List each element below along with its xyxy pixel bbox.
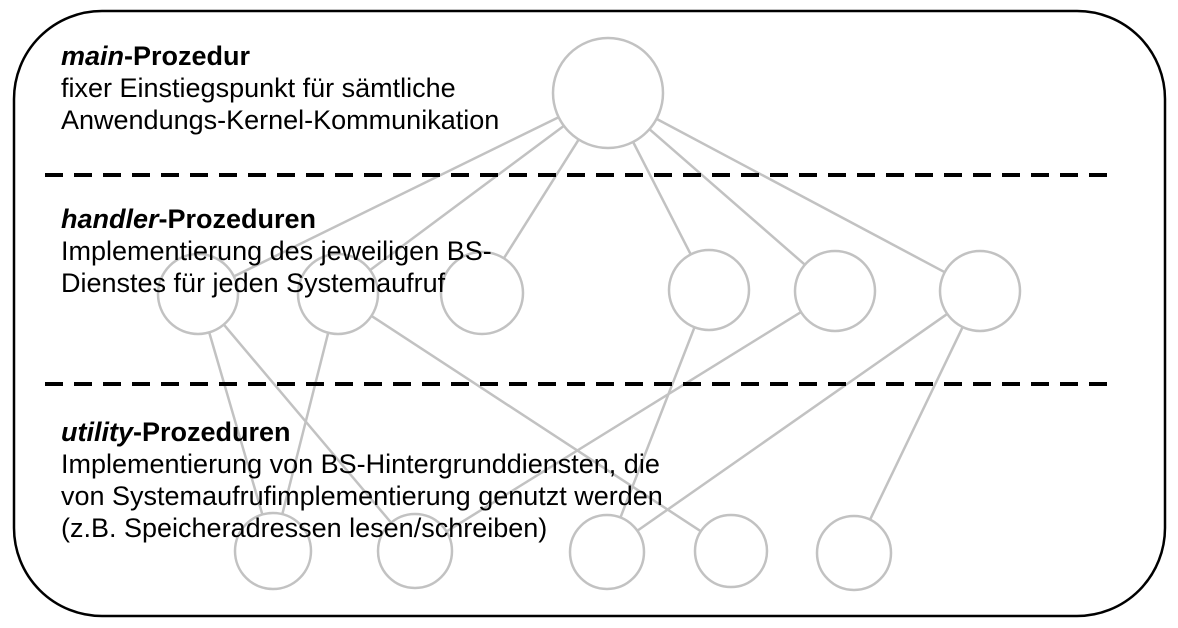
- border-group: [12, 9, 1167, 618]
- node-u4: [693, 513, 769, 589]
- handler-title-rest: -Prozeduren: [158, 204, 317, 234]
- node-h2: [296, 252, 380, 336]
- handler-layer-desc-line: Dienstes für jeden Systemaufruf: [61, 268, 446, 298]
- edge-h2-u4: [370, 314, 702, 533]
- node-h5: [793, 249, 877, 333]
- edge-h5-u2: [445, 310, 802, 533]
- edge-h1-u1: [208, 332, 264, 515]
- node-h1: [156, 252, 240, 336]
- edge-h6-u3: [636, 312, 948, 532]
- main-layer-title: main-Prozedur: [61, 40, 499, 72]
- utility-layer-desc-line: Implementierung von BS-Hintergrunddienst…: [61, 449, 660, 479]
- utility-layer-desc-line: (z.B. Speicheradressen lesen/schreiben): [61, 513, 548, 543]
- node-h6: [938, 249, 1022, 333]
- node-h4: [667, 248, 751, 332]
- node-u1: [233, 511, 313, 591]
- edge-main-h5: [648, 128, 806, 266]
- outer-border: [12, 9, 1167, 618]
- handler-layer-desc-line: Implementierung des jeweiligen BS-: [61, 236, 492, 266]
- edge-h2-u1: [281, 332, 330, 515]
- utility-keyword: utility: [61, 417, 133, 447]
- node-h3: [439, 250, 525, 336]
- edge-main-h3: [502, 138, 580, 259]
- edge-main-h4: [631, 141, 692, 255]
- node-u5: [815, 514, 893, 592]
- separator-group: [45, 173, 1112, 386]
- handler-layer-label: handler-Prozeduren Implementierung des j…: [61, 203, 492, 299]
- main-layer-label: main-Prozedur fixer Einstiegspunkt für s…: [61, 40, 499, 136]
- edge-h1-u2: [222, 323, 393, 524]
- handler-layer-title: handler-Prozeduren: [61, 203, 492, 235]
- node-u2: [376, 512, 454, 590]
- node-group: [156, 36, 1022, 592]
- main-keyword: main: [61, 41, 125, 71]
- edge-main-h6: [655, 117, 946, 274]
- node-u3: [568, 513, 646, 591]
- edge-main-h1: [233, 116, 560, 278]
- edge-main-h2: [369, 124, 565, 272]
- edge-group: [208, 116, 964, 533]
- handler-keyword: handler: [61, 204, 159, 234]
- utility-layer-desc-line: von Systemaufrufimplementierung genutzt …: [61, 481, 663, 511]
- utility-layer-title: utility-Prozeduren: [61, 416, 663, 448]
- utility-layer-label: utility-Prozeduren Implementierung von B…: [61, 416, 663, 544]
- main-layer-desc-line: Anwendungs-Kernel-Kommunikation: [61, 105, 500, 135]
- edge-h6-u5: [868, 326, 964, 521]
- main-layer-desc-line: fixer Einstiegspunkt für sämtliche: [61, 73, 456, 103]
- node-main: [551, 36, 665, 150]
- main-title-rest: -Prozedur: [124, 41, 251, 71]
- utility-title-rest: -Prozeduren: [133, 417, 291, 447]
